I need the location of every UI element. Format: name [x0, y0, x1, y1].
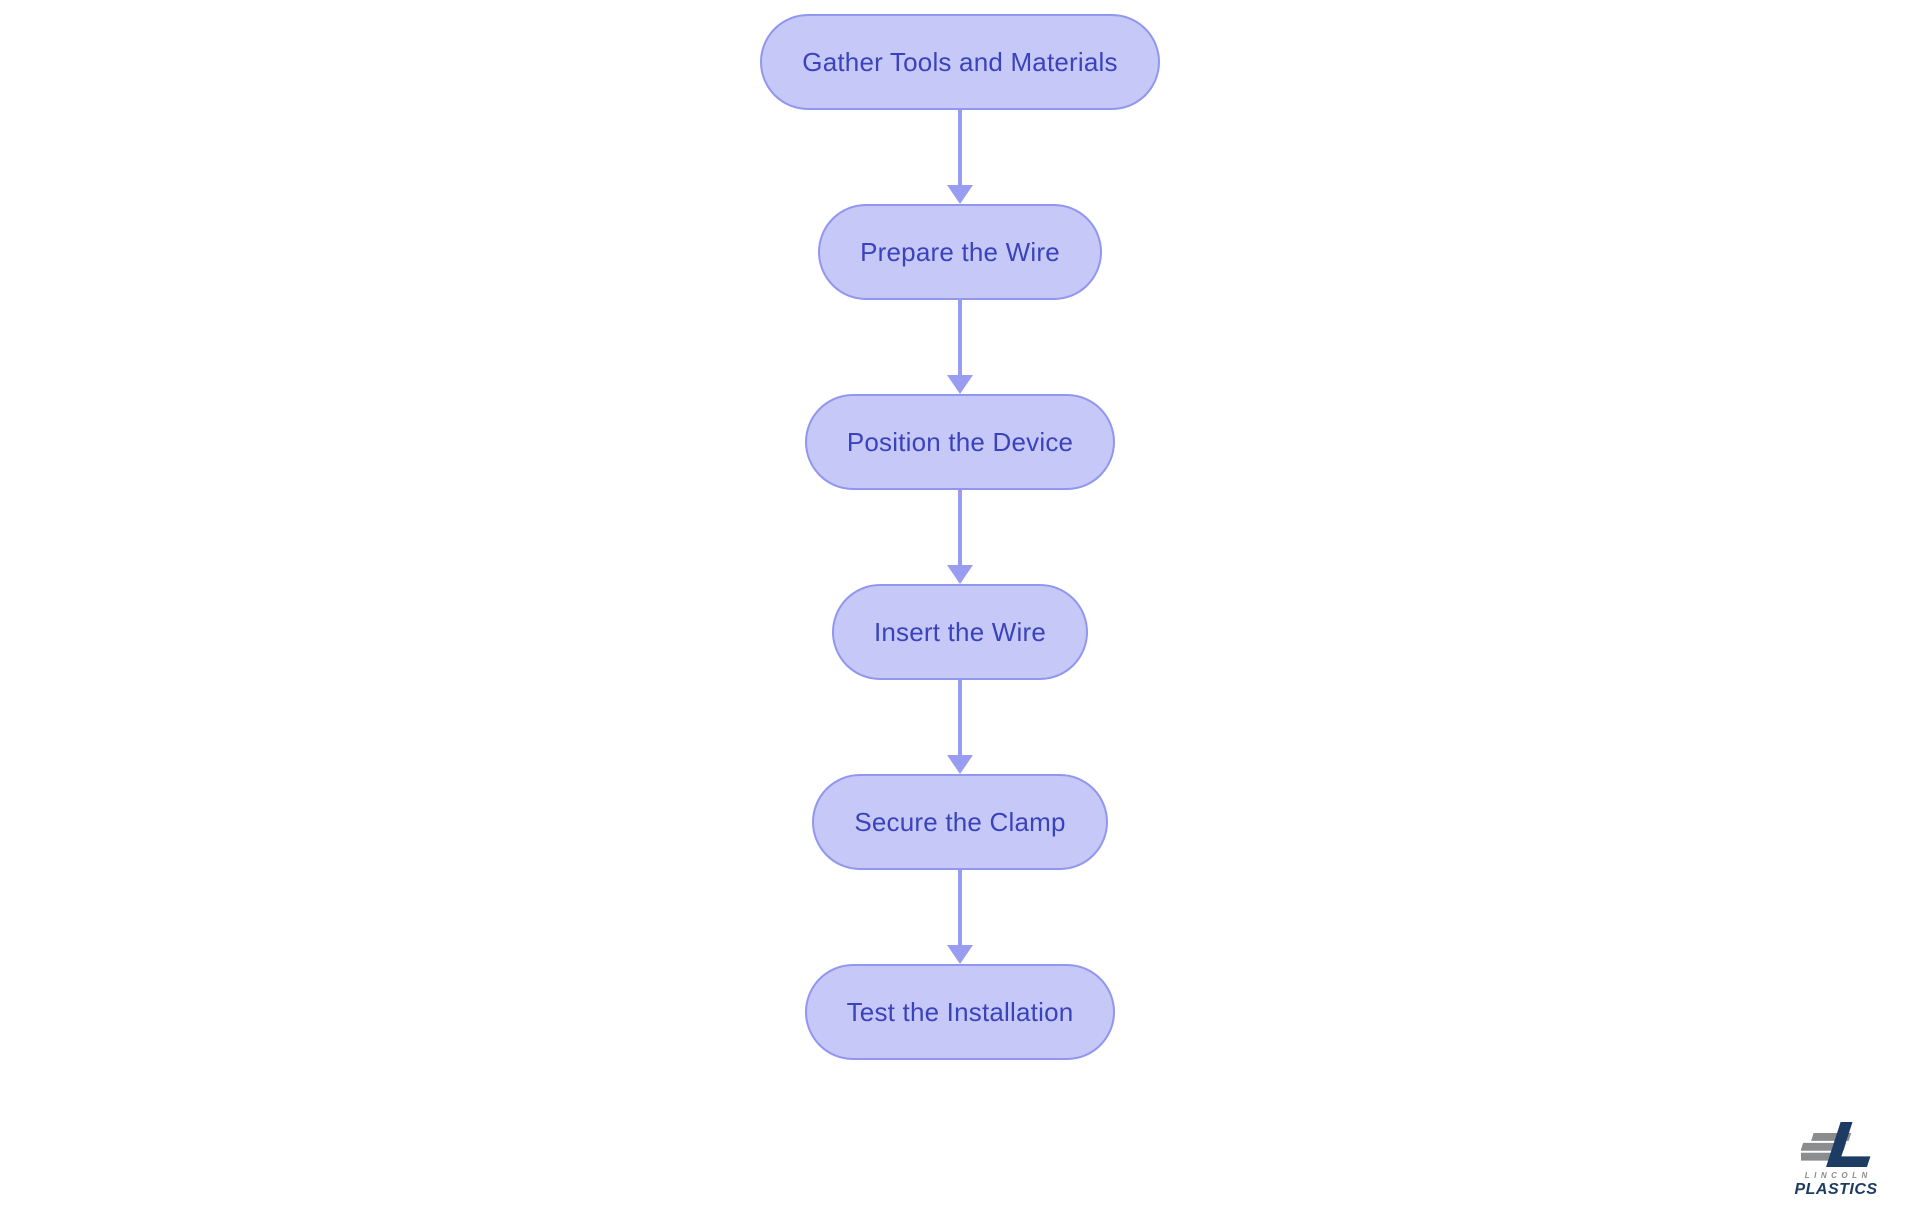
- arrow-line: [958, 870, 962, 946]
- flow-arrow-2: [947, 300, 973, 394]
- arrow-line: [958, 680, 962, 756]
- flow-arrow-3: [947, 490, 973, 584]
- flow-node-gather-tools: Gather Tools and Materials: [760, 14, 1160, 110]
- flow-node-position-device: Position the Device: [804, 394, 1116, 490]
- flow-node-prepare-wire: Prepare the Wire: [818, 204, 1102, 300]
- flow-node-test-installation: Test the Installation: [804, 964, 1116, 1060]
- arrow-head-icon: [947, 185, 973, 204]
- logo-text-plastics: PLASTICS: [1794, 1181, 1878, 1198]
- lincoln-plastics-logo: LINCOLN PLASTICS: [1786, 1122, 1886, 1199]
- logo-text-lincoln: LINCOLN: [1804, 1171, 1872, 1180]
- arrow-head-icon: [947, 565, 973, 584]
- flow-node-insert-wire: Insert the Wire: [831, 584, 1089, 680]
- arrow-line: [958, 490, 962, 566]
- arrow-head-icon: [947, 945, 973, 964]
- arrow-line: [958, 300, 962, 376]
- flowchart: Gather Tools and Materials Prepare the W…: [0, 14, 1920, 1060]
- flow-arrow-4: [947, 680, 973, 774]
- flow-arrow-5: [947, 870, 973, 964]
- arrow-line: [958, 110, 962, 186]
- lincoln-plastics-logo-mark: [1801, 1122, 1871, 1167]
- arrow-head-icon: [947, 375, 973, 394]
- arrow-head-icon: [947, 755, 973, 774]
- flow-node-secure-clamp: Secure the Clamp: [812, 774, 1108, 870]
- flow-arrow-1: [947, 110, 973, 204]
